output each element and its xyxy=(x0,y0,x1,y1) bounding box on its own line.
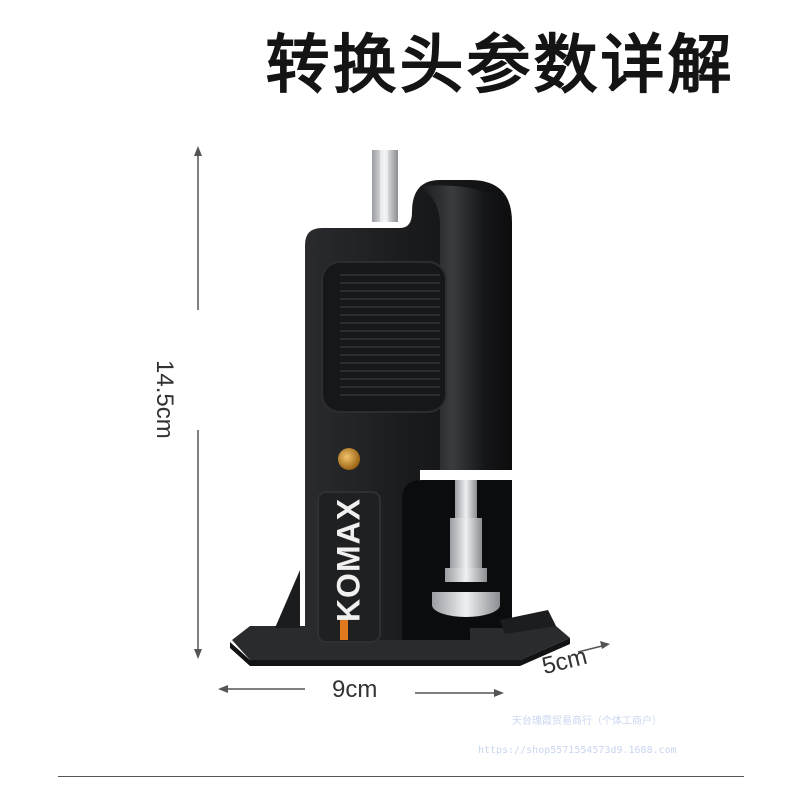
grip-panel xyxy=(321,261,447,413)
brass-screw xyxy=(338,448,360,470)
width-dimension-label: 9cm xyxy=(332,676,378,703)
page-title: 转换头参数详解 xyxy=(265,29,735,103)
bottom-divider xyxy=(58,776,744,777)
watermark-line-2: https://shop5571554573d9.1688.com xyxy=(478,745,677,756)
brand-logo: KOMAX xyxy=(330,497,367,623)
watermark-line-1: 天台瑰霞贸易商行（个体工商户） xyxy=(512,716,662,727)
label-panel xyxy=(317,491,381,643)
